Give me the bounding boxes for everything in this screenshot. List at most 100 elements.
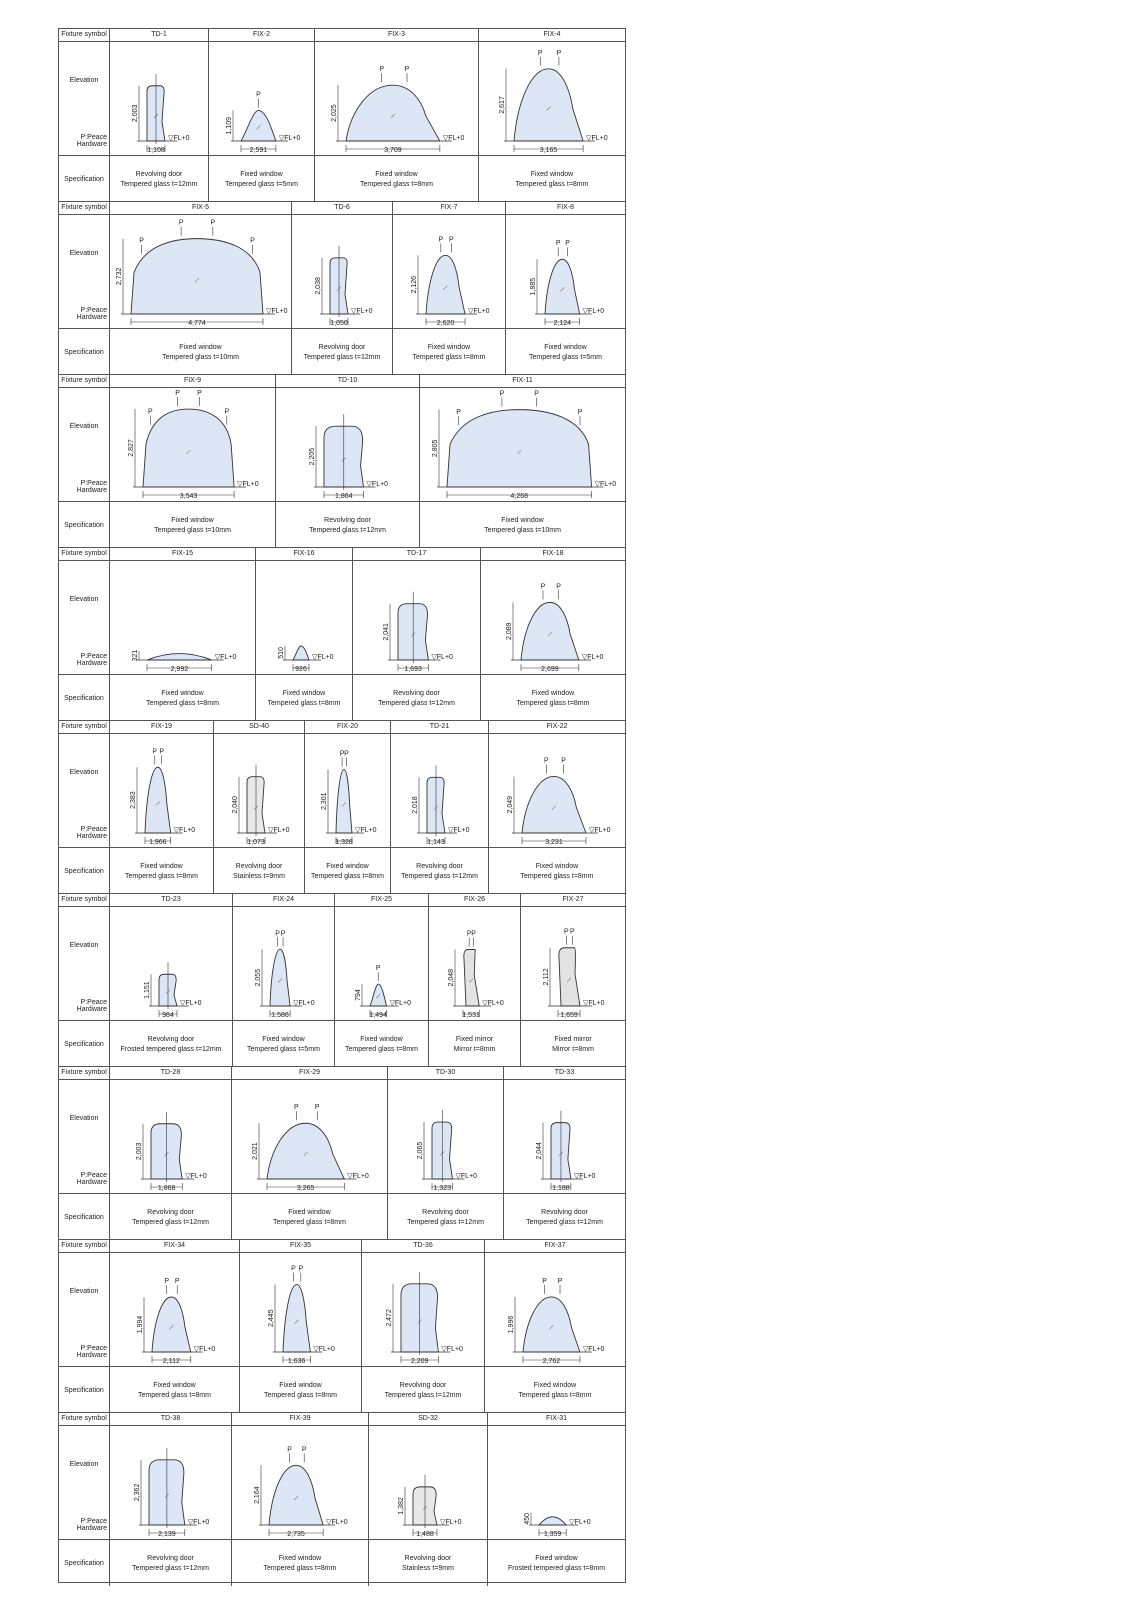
width-dimension: 2,209 (411, 1358, 429, 1365)
width-dimension: 1,359 (544, 1531, 562, 1538)
width-dimension: 3,543 (180, 493, 198, 500)
fixture-outline (513, 68, 584, 142)
floor-level-label: ▽FL+0 (312, 654, 334, 661)
fixture-type: Fixed window (531, 690, 575, 698)
floor-level-label: ▽FL+0 (293, 1000, 315, 1007)
fixture-symbol-label: Fixture symbol (59, 1067, 109, 1080)
width-dimension: 2,699 (541, 666, 559, 673)
fixture-type: Revolving door (399, 1382, 447, 1390)
width-dimension: 1,531 (462, 1012, 480, 1019)
specification-label: Specification (59, 1366, 109, 1414)
floor-level-label: ▽FL+0 (279, 135, 301, 142)
fixture-symbol: FIX-4 (479, 29, 625, 42)
peace-hardware-label: P (302, 1446, 307, 1453)
fixture-outline (240, 109, 277, 142)
fixture-type: Revolving door (135, 171, 183, 179)
peace-hardware-label: P (578, 409, 583, 416)
height-dimension: 2,040 (232, 796, 239, 814)
peace-hardware-label: P (164, 1278, 169, 1285)
width-dimension: 1,868 (158, 1185, 176, 1192)
peace-hardware-label: P (159, 748, 164, 755)
peace-hardware-label: P (175, 1278, 180, 1285)
glass-hatch-mark (376, 993, 381, 999)
glass-spec: Tempered glass t=8mm (515, 180, 589, 188)
fixture-symbol-label: Fixture symbol (59, 548, 109, 561)
fixture-outline (558, 947, 581, 1007)
glass-spec: Tempered glass t=8mm (360, 180, 433, 188)
fixture-type: Revolving door (318, 344, 366, 352)
specification-label: Specification (59, 328, 109, 376)
peace-hardware-label: P (224, 409, 229, 416)
fixture-symbol: FIX-9 (110, 375, 275, 388)
height-dimension: 2,301 (321, 792, 328, 810)
glass-spec: Tempered glass t=12mm (132, 1564, 209, 1572)
fixture-type: Fixed window (279, 1382, 322, 1390)
fixture-outline (292, 645, 310, 661)
hardware-label-line1: P:Peace (80, 133, 107, 141)
hardware-label-line1: P:Peace (80, 825, 107, 833)
fixture-symbol: TD-10 (276, 375, 419, 388)
peace-hardware-label: P (438, 236, 443, 243)
glass-hatch-mark (549, 1325, 554, 1330)
fixture-symbol: FIX-18 (481, 548, 625, 561)
peace-hardware-label: P (344, 751, 349, 758)
peace-hardware-label: P (405, 66, 410, 73)
floor-level-label: ▽FL+0 (443, 135, 465, 142)
glass-spec: Tempered glass t=12mm (407, 1218, 484, 1226)
glass-hatch-mark (468, 978, 474, 983)
fixture-symbol: FIX-31 (488, 1413, 625, 1426)
height-dimension: 2,065 (417, 1142, 424, 1160)
glass-spec: Tempered glass t=12mm (526, 1218, 603, 1226)
fixture-type: Fixed window (427, 344, 471, 352)
glass-spec: Tempered glass t=5mm (529, 353, 602, 361)
fixture-symbol-label: Fixture symbol (59, 375, 109, 388)
glass-spec: Mirror t=8mm (552, 1045, 594, 1053)
height-dimension: 2,021 (252, 1142, 259, 1160)
width-dimension: 3,231 (545, 839, 563, 846)
floor-level-label: ▽FL+0 (313, 1346, 335, 1353)
width-dimension: 1,143 (427, 839, 445, 846)
peace-hardware-label: P (340, 751, 345, 758)
glass-hatch-mark (546, 106, 551, 111)
width-dimension: 1,636 (288, 1358, 306, 1365)
fixture-outline (268, 1464, 324, 1526)
hardware-label-line2: Hardware (76, 1006, 107, 1013)
floor-level-label: ▽FL+0 (574, 1173, 596, 1180)
width-dimension: 3,709 (384, 147, 402, 154)
glass-spec: Tempered glass t=12mm (378, 699, 455, 707)
height-dimension: 1,109 (226, 117, 233, 135)
glass-hatch-mark (560, 287, 565, 292)
fixture-type: Revolving door (147, 1036, 195, 1044)
fixture-symbol: FIX-2 (209, 29, 314, 42)
fixture-outline (142, 408, 235, 488)
floor-level-label: ▽FL+0 (431, 654, 453, 661)
fixture-symbol: FIX-35 (240, 1240, 361, 1253)
width-dimension: 1,188 (552, 1185, 570, 1192)
